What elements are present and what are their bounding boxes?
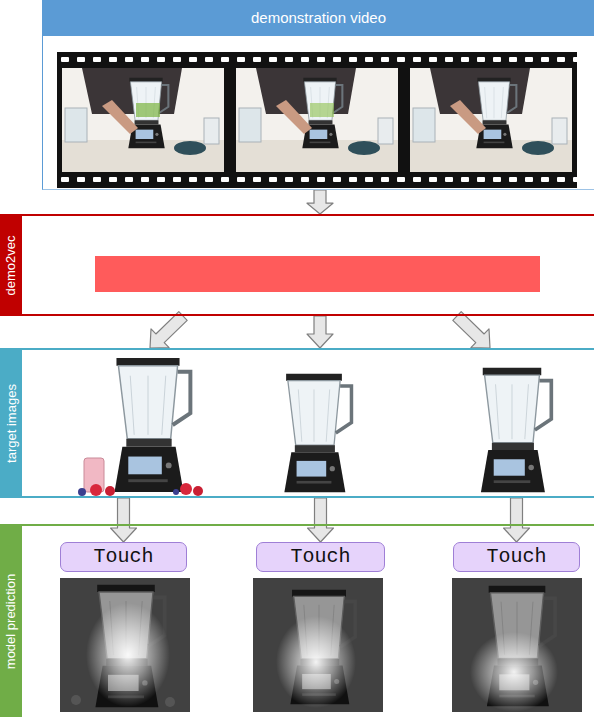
flow-arrow — [504, 498, 530, 542]
strawberry — [90, 484, 102, 496]
sprocket-row — [57, 176, 577, 184]
flow-arrow — [111, 498, 137, 542]
section-tab: target images — [0, 350, 22, 496]
video-frame — [236, 68, 398, 172]
video-frame — [410, 68, 572, 172]
heatmap-shade — [60, 578, 190, 712]
blueberry — [173, 489, 179, 495]
heatmap-shade — [253, 578, 383, 712]
video-frame — [62, 68, 224, 172]
section-tab: model prediction — [0, 526, 22, 717]
section-label: target images — [5, 384, 18, 463]
flow-arrow — [150, 312, 187, 348]
heatmap-ground — [452, 578, 582, 712]
flow-arrow — [307, 190, 333, 214]
smoothie-content — [310, 103, 334, 117]
flow-arrow — [453, 312, 490, 348]
target-image — [78, 358, 203, 496]
video-panel: demonstration video — [42, 0, 594, 190]
sprocket-row — [57, 56, 577, 64]
film-strip — [57, 52, 577, 188]
action-box: Touch — [256, 542, 385, 572]
attention-glow — [470, 632, 558, 712]
action-label: Touch — [486, 547, 546, 567]
section-band: demo2vec — [0, 214, 594, 316]
attention-glow — [86, 603, 170, 707]
strawberry — [105, 486, 115, 496]
action-box: Touch — [453, 542, 580, 572]
section-tab: demo2vec — [0, 216, 22, 314]
section-label: model prediction — [5, 574, 18, 669]
strawberry — [180, 483, 192, 495]
action-label: Touch — [290, 547, 350, 567]
action-label: Touch — [93, 547, 153, 567]
blueberry — [78, 488, 86, 496]
strawberry — [193, 486, 203, 496]
attention-glow — [276, 616, 356, 708]
heatmap — [60, 578, 190, 712]
section-label: demo2vec — [5, 235, 18, 295]
smoothie-content — [136, 103, 160, 117]
blender-photo — [284, 374, 351, 493]
film-base — [57, 52, 577, 188]
flow-arrow — [307, 316, 333, 348]
blender-photo — [114, 358, 190, 492]
heatmap-shade — [452, 578, 582, 712]
action-box: Touch — [60, 542, 187, 572]
heatmap-ground — [253, 578, 383, 712]
heatmap-ground — [60, 578, 190, 712]
panel-title: demonstration video — [43, 0, 594, 36]
blender-photo — [481, 368, 551, 492]
heatmap — [253, 578, 383, 712]
flow-arrow — [308, 498, 334, 542]
embedding-bar — [95, 256, 540, 292]
section-band: target images — [0, 348, 594, 498]
section-band: model prediction Touch Touch Touch — [0, 524, 594, 717]
heatmap — [452, 578, 582, 712]
